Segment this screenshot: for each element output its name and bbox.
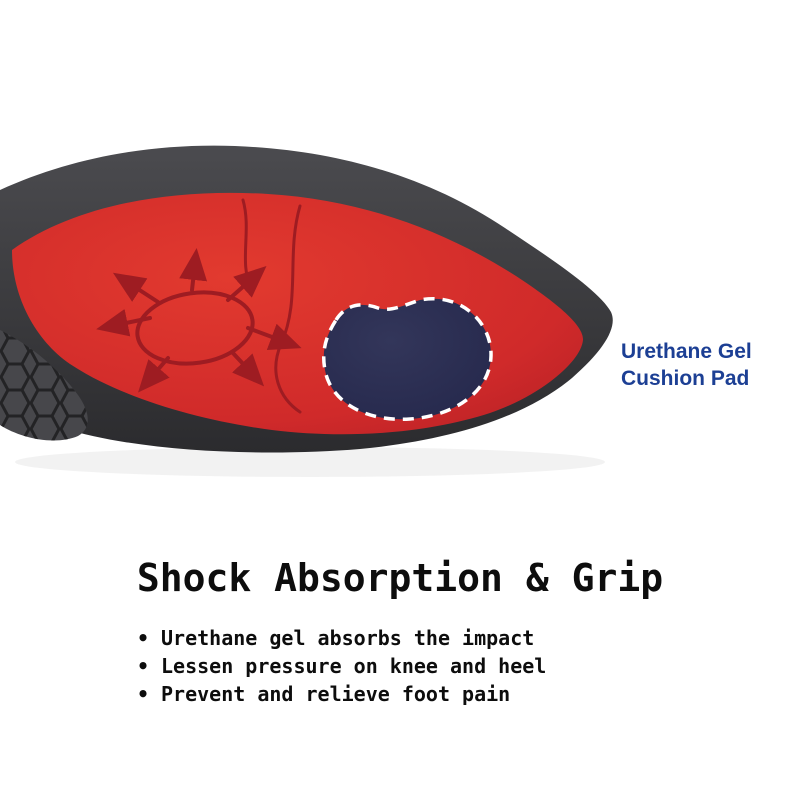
- honeycomb-texture: [0, 330, 88, 441]
- bullet-item: Urethane gel absorbs the impact: [135, 624, 546, 652]
- callout-label: Urethane Gel Cushion Pad: [621, 338, 752, 392]
- feature-bullet-list: Urethane gel absorbs the impact Lessen p…: [135, 624, 546, 708]
- bullet-item: Lessen pressure on knee and heel: [135, 652, 546, 680]
- callout-label-line1: Urethane Gel: [621, 340, 752, 363]
- ground-shadow: [15, 447, 605, 477]
- section-heading: Shock Absorption & Grip: [136, 556, 664, 600]
- gel-cushion-pad: [322, 296, 493, 422]
- insole-illustration: [0, 145, 613, 477]
- shock-arrows-graphic: [96, 198, 302, 414]
- callout-label-line2: Cushion Pad: [621, 367, 750, 390]
- bullet-item: Prevent and relieve foot pain: [135, 680, 546, 708]
